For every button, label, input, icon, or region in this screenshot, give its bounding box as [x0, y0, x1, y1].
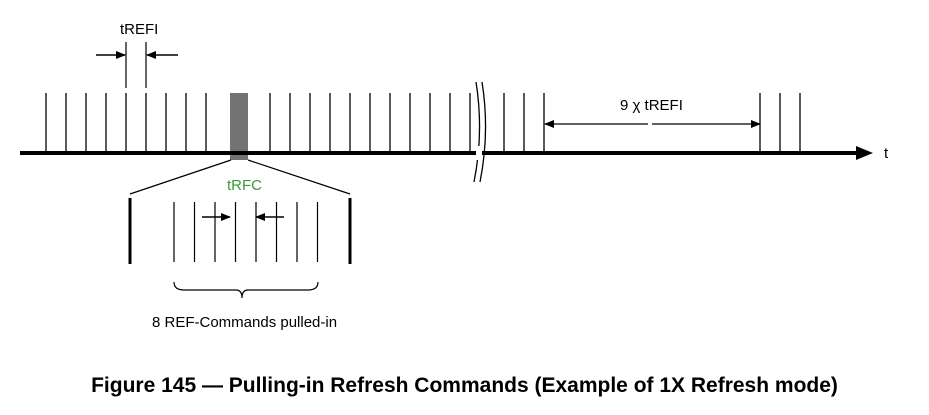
zoom-line-left: [129, 159, 232, 195]
pulled-in-brace: [173, 281, 319, 299]
expanded-command-ticks: [173, 202, 319, 262]
zoom-line-right: [247, 159, 351, 195]
figure-caption: Figure 145 — Pulling-in Refresh Commands…: [91, 374, 838, 397]
time-axis-arrowhead: [856, 146, 873, 160]
trefi-label: tREFI: [120, 21, 158, 38]
pulled-in-label: 8 REF-Commands pulled-in: [152, 314, 337, 331]
axis-break-gap: [476, 146, 482, 160]
refresh-command-ticks: [45, 93, 801, 153]
nine-trefi-label: 9 χ tREFI: [620, 97, 683, 114]
axis-break-left: [473, 81, 481, 183]
axis-break-right: [479, 81, 487, 183]
time-axis-label: t: [884, 145, 889, 162]
trfc-label: tRFC: [227, 177, 262, 194]
pulled-in-command-burst: [230, 93, 248, 160]
